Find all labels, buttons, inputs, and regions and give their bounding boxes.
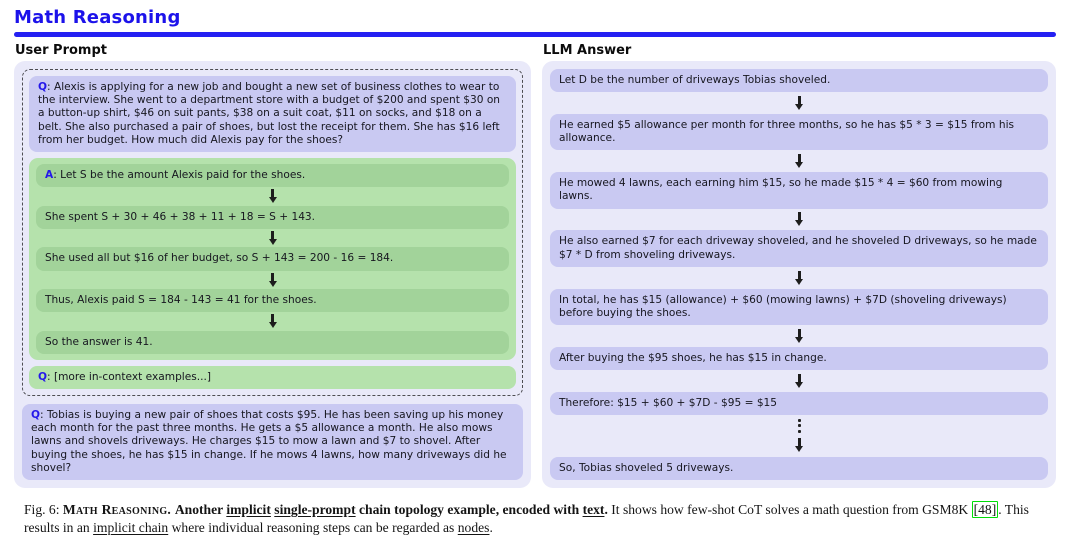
- llm-step-text: He mowed 4 lawns, each earning him $15, …: [559, 177, 1003, 203]
- ellipsis-dots-icon: [797, 418, 801, 433]
- caption-segment: text: [582, 502, 605, 517]
- llm-step: Therefore: $15 + $60 + $7D - $95 = $15: [550, 391, 1048, 416]
- caption-segment: .: [489, 519, 493, 535]
- down-arrow-icon: [797, 373, 801, 382]
- chain-step: She used all but $16 of her budget, so S…: [36, 247, 509, 271]
- down-arrow-icon: [271, 272, 274, 281]
- caption-segment: Fig. 6:: [24, 502, 63, 517]
- citation-link[interactable]: [48]: [971, 501, 999, 518]
- llm-step-text: Therefore: $15 + $60 + $7D - $95 = $15: [559, 396, 778, 409]
- chain-step: Thus, Alexis paid S = 184 - 143 = 41 for…: [36, 289, 509, 313]
- chain-step-text: Thus, Alexis paid S = 184 - 143 = 41 for…: [45, 294, 317, 307]
- llm-step-text: So, Tobias shoveled 5 driveways.: [559, 461, 734, 474]
- arrow-connector: [550, 372, 1048, 391]
- llm-step-text: He also earned $7 for each driveway shov…: [559, 235, 1037, 261]
- llm-step: After buying the $95 shoes, he has $15 i…: [550, 346, 1048, 371]
- caption-segment: implicit chain: [93, 519, 169, 535]
- chain-step-text: So the answer is 41.: [45, 335, 153, 348]
- arrow-connector: [550, 210, 1048, 229]
- answer-letter: A: [45, 169, 54, 182]
- llm-step: He mowed 4 lawns, each earning him $15, …: [550, 172, 1048, 209]
- arrow-connector: [550, 327, 1048, 346]
- down-arrow-icon: [271, 314, 274, 323]
- llm-step: So, Tobias shoveled 5 driveways.: [550, 456, 1048, 480]
- arrow-connector: [36, 187, 509, 206]
- llm-answer-heading: LLM Answer: [543, 43, 632, 58]
- chain-step: She spent S + 30 + 46 + 38 + 11 + 18 = S…: [36, 205, 509, 229]
- question-alexis: Q: Alexis is applying for a new job and …: [29, 76, 516, 153]
- arrow-connector: [550, 94, 1048, 113]
- more-examples-text: : [more in-context examples...]: [47, 371, 212, 384]
- figure-caption: Fig. 6: Math Reasoning. Another implicit…: [24, 501, 1052, 536]
- down-arrow-icon: [797, 328, 801, 337]
- llm-step-text: Let D be the number of driveways Tobias …: [559, 74, 831, 86]
- figure-page: Math Reasoning User Prompt Q: Alexis is …: [0, 0, 1080, 536]
- caption-segment: .: [604, 502, 612, 517]
- more-examples-note: Q: [more in-context examples...]: [29, 366, 516, 390]
- user-prompt-heading: User Prompt: [15, 43, 107, 58]
- arrow-connector: [550, 436, 1048, 455]
- llm-step: In total, he has $15 (allowance) + $60 (…: [550, 288, 1048, 326]
- caption-segment: where individual reasoning steps can be …: [168, 519, 458, 535]
- arrow-connector: [550, 152, 1048, 171]
- chain-step: A: Let S be the amount Alexis paid for t…: [36, 164, 509, 188]
- llm-answer-column: LLM Answer Let D be the number of drivew…: [542, 42, 1056, 488]
- down-arrow-icon: [271, 230, 274, 239]
- down-arrow-icon: [797, 438, 801, 447]
- chain-step-text: : Let S be the amount Alexis paid for th…: [53, 169, 306, 182]
- few-shot-examples-box: Q: Alexis is applying for a new job and …: [22, 69, 523, 397]
- chain-step-text: She used all but $16 of her budget, so S…: [45, 252, 394, 265]
- down-arrow-icon: [797, 95, 801, 104]
- chain-step: So the answer is 41.: [36, 330, 509, 355]
- down-arrow-icon: [797, 154, 801, 163]
- question-text: : Tobias is buying a new pair of shoes t…: [31, 408, 507, 474]
- arrow-connector: [36, 271, 509, 290]
- reasoning-steps-left: A: Let S be the amount Alexis paid for t…: [29, 158, 516, 361]
- llm-step-text: He earned $5 allowance per month for thr…: [559, 119, 1015, 145]
- caption-segment: . This results in an: [24, 502, 1029, 535]
- caption-segment: nodes: [457, 519, 490, 535]
- llm-step: He also earned $7 for each driveway shov…: [550, 230, 1048, 267]
- llm-step-text: After buying the $95 shoes, he has $15 i…: [559, 351, 827, 364]
- caption-segment: chain topology example, encoded with: [355, 502, 583, 517]
- caption-segment: Another: [174, 502, 227, 517]
- question-text: : Alexis is applying for a new job and b…: [38, 81, 501, 146]
- llm-step-text: In total, he has $15 (allowance) + $60 (…: [559, 293, 1007, 319]
- llm-step: He earned $5 allowance per month for thr…: [550, 114, 1048, 151]
- two-column-layout: User Prompt Q: Alexis is applying for a …: [14, 42, 1066, 488]
- llm-answer-panel: Let D be the number of driveways Tobias …: [542, 61, 1056, 488]
- question-tobias: Q: Tobias is buying a new pair of shoes …: [22, 403, 523, 480]
- down-arrow-icon: [797, 212, 801, 221]
- caption-segment: single-prompt: [274, 502, 356, 517]
- title-rule-divider: [14, 32, 1056, 37]
- question-letter: Q: [31, 408, 41, 421]
- llm-step: Let D be the number of driveways Tobias …: [550, 69, 1048, 93]
- user-prompt-panel: Q: Alexis is applying for a new job and …: [14, 61, 531, 488]
- arrow-connector: [550, 269, 1048, 288]
- down-arrow-icon: [271, 189, 274, 198]
- chain-step-text: She spent S + 30 + 46 + 38 + 11 + 18 = S…: [45, 210, 316, 223]
- user-prompt-column: User Prompt Q: Alexis is applying for a …: [14, 42, 531, 488]
- caption-segment: Math Reasoning.: [62, 502, 175, 517]
- question-letter: Q: [38, 371, 48, 384]
- caption-segment: implicit: [226, 502, 271, 517]
- question-letter: Q: [38, 81, 48, 93]
- arrow-connector: [36, 229, 509, 248]
- arrow-connector: [36, 312, 509, 331]
- caption-segment: It shows how few-shot CoT solves a math …: [611, 502, 972, 517]
- down-arrow-icon: [797, 270, 801, 279]
- figure-title: Math Reasoning: [14, 7, 181, 28]
